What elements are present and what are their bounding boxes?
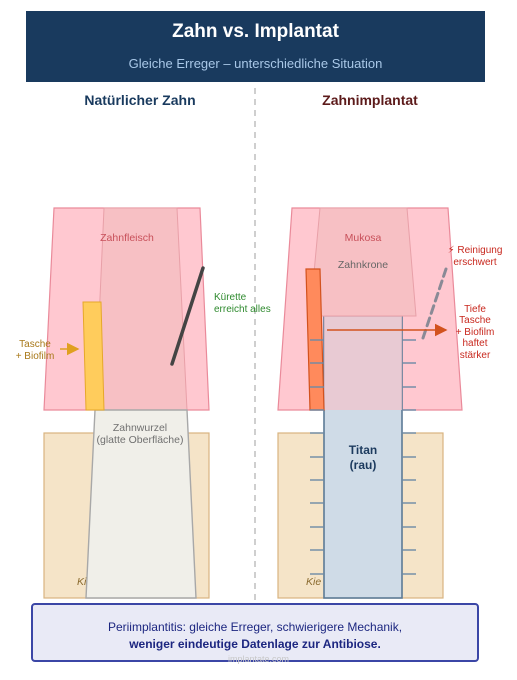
left-pocket-label: Tasche xyxy=(19,339,51,350)
right-pocket-label-3: + Biofilm xyxy=(456,327,495,338)
left-pocket-label-sub: + Biofilm xyxy=(16,351,55,362)
right-bone-label: Kie xyxy=(306,576,321,588)
page-subtitle: Gleiche Erreger – unterschiedliche Situa… xyxy=(128,56,383,71)
implant-threads xyxy=(310,339,416,575)
right-pocket-label-5: stärker xyxy=(460,350,491,361)
summary-box: Periimplantitis: gleiche Erreger, schwie… xyxy=(31,603,479,662)
implant-overlap xyxy=(324,316,402,410)
left-column-heading: Natürlicher Zahn xyxy=(84,92,196,108)
cleaning-label: ⚡ Reinigung xyxy=(448,245,503,256)
blocked-instrument xyxy=(421,267,448,340)
curette-label-sub: erreicht alles xyxy=(214,304,271,315)
crown-label: Zahnkrone xyxy=(338,259,388,271)
page-title: Zahn vs. Implantat xyxy=(172,21,339,42)
source-credit: implantate.com xyxy=(227,654,290,664)
root-label: Zahnwurzel xyxy=(113,422,167,434)
right-pocket-label-4: haftet xyxy=(462,338,487,349)
implant-label-sub: (rau) xyxy=(350,458,377,472)
curette-instrument xyxy=(170,266,205,366)
gum-label: Zahnfleisch xyxy=(100,232,154,244)
left-bone-label: Ki xyxy=(77,576,87,588)
mucosa-label: Mukosa xyxy=(345,232,382,244)
right-pocket-label-1: Tiefe xyxy=(464,304,486,315)
implant-label: Titan xyxy=(349,443,377,457)
right-pocket-label-2: Tasche xyxy=(459,315,491,326)
summary-line-1: Periimplantitis: gleiche Erreger, schwie… xyxy=(107,620,403,634)
right-column-heading: Zahnimplantat xyxy=(322,92,418,108)
curette-label: Kürette xyxy=(214,292,247,303)
tooth-root xyxy=(85,409,197,599)
cleaning-label-sub: erschwert xyxy=(453,257,497,268)
left-pocket xyxy=(82,301,105,411)
summary-line-2: weniger eindeutige Datenlage zur Antibio… xyxy=(129,637,381,651)
root-label-sub: (glatte Oberfläche) xyxy=(97,434,184,446)
header-banner: Zahn vs. Implantat Gleiche Erreger – unt… xyxy=(26,11,485,82)
